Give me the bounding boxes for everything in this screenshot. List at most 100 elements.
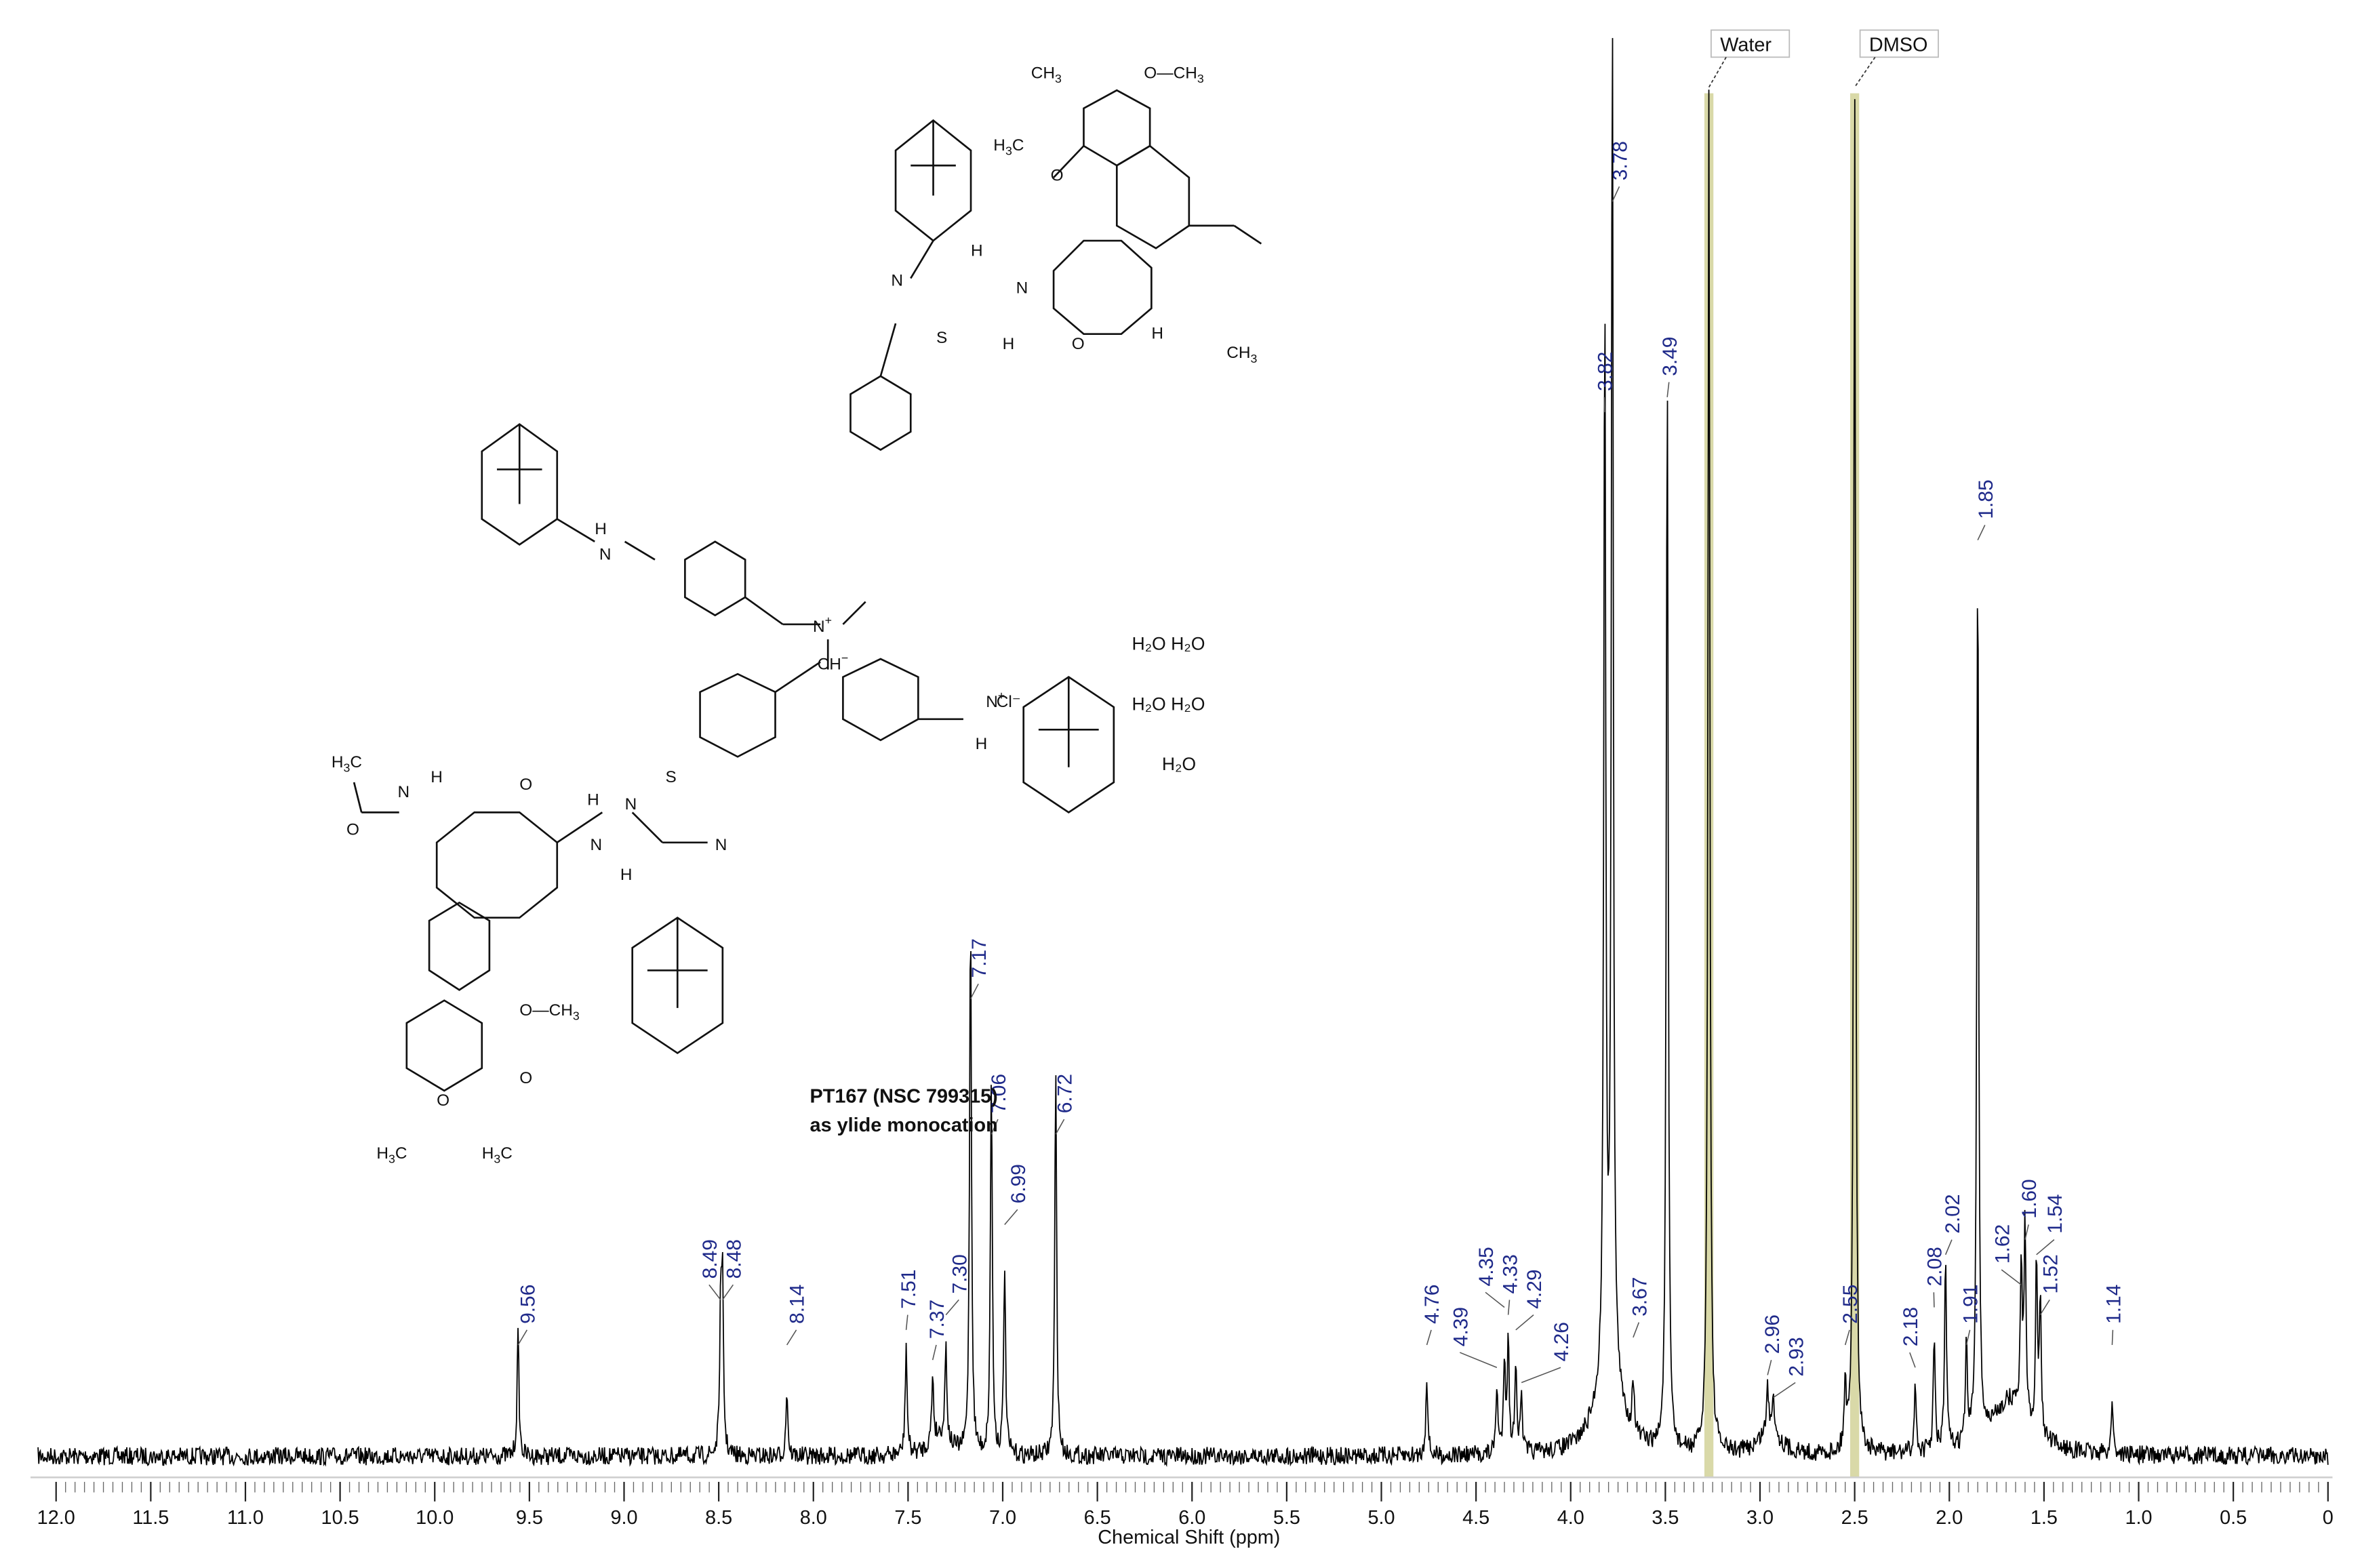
svg-text:H3C: H3C	[332, 753, 362, 775]
svg-text:CH3: CH3	[1226, 344, 1257, 365]
svg-text:4.33: 4.33	[1500, 1254, 1522, 1293]
x-axis-minor-ticks	[65, 1481, 2319, 1493]
peak-label: 1.62	[1991, 1224, 2022, 1285]
svg-text:2.93: 2.93	[1785, 1337, 1807, 1376]
peak-label: 1.60	[2018, 1179, 2041, 1240]
peak-label: 1.52	[2039, 1254, 2062, 1316]
svg-text:7.17: 7.17	[968, 938, 991, 978]
svg-text:4.26: 4.26	[1551, 1322, 1573, 1361]
x-tick-label: 12.0	[37, 1507, 75, 1529]
svg-text:H: H	[595, 520, 607, 538]
svg-text:H: H	[431, 768, 443, 786]
peak-label: 1.54	[2036, 1194, 2066, 1255]
svg-text:N: N	[398, 783, 410, 801]
hydrate-line-1: H₂O H₂O	[1132, 634, 1205, 654]
water-solvent-tag: Water	[1708, 29, 1791, 88]
x-tick-label: 6.0	[1178, 1507, 1205, 1529]
peak-label: 4.39	[1449, 1307, 1498, 1369]
svg-text:O: O	[437, 1091, 449, 1110]
x-tick-label: 8.0	[800, 1507, 827, 1529]
structure-left-unit	[481, 423, 784, 626]
peak-label: 1.14	[2103, 1285, 2125, 1346]
svg-text:H: H	[620, 866, 633, 884]
peak-label: 7.17	[968, 938, 991, 999]
svg-text:O—CH3: O—CH3	[1144, 64, 1204, 85]
svg-text:7.30: 7.30	[948, 1254, 971, 1293]
peak-label: 9.56	[517, 1285, 539, 1346]
svg-text:1.14: 1.14	[2103, 1285, 2125, 1324]
svg-text:3.82: 3.82	[1594, 352, 1616, 391]
svg-text:CH−: CH−	[818, 651, 849, 673]
x-tick-label: 7.0	[989, 1507, 1016, 1529]
x-tick-label: 10.5	[321, 1507, 359, 1529]
svg-text:H: H	[971, 241, 983, 260]
peak-label: 2.93	[1773, 1337, 1807, 1399]
svg-text:CH3: CH3	[1031, 64, 1062, 85]
compound-name: PT167 (NSC 799315)	[810, 1086, 998, 1108]
x-tick-label: 7.5	[894, 1507, 921, 1529]
x-tick-label: 1.5	[2031, 1507, 2058, 1529]
x-axis-title: Chemical Shift (ppm)	[1098, 1527, 1280, 1548]
x-tick-label: 1.0	[2125, 1507, 2152, 1529]
svg-text:O: O	[346, 821, 359, 839]
x-tick-label: 6.5	[1084, 1507, 1111, 1529]
solvent-highlights	[1704, 93, 1860, 1478]
svg-text:1.62: 1.62	[1991, 1224, 2014, 1264]
x-tick-label: 3.5	[1652, 1507, 1679, 1529]
peak-label: 2.02	[1942, 1194, 1964, 1255]
peak-label: 4.26	[1521, 1322, 1573, 1384]
svg-text:7.51: 7.51	[898, 1269, 920, 1308]
svg-text:3.78: 3.78	[1609, 141, 1632, 180]
peak-label: 3.78	[1609, 141, 1632, 202]
svg-text:8.48: 8.48	[723, 1239, 745, 1279]
svg-text:2.08: 2.08	[1923, 1247, 1946, 1286]
svg-text:7.06: 7.06	[988, 1074, 1010, 1113]
svg-text:N: N	[599, 546, 612, 564]
peak-label: 6.72	[1054, 1074, 1077, 1135]
x-tick-label: 5.5	[1273, 1507, 1300, 1529]
svg-text:8.14: 8.14	[786, 1285, 809, 1324]
svg-text:N: N	[591, 836, 603, 854]
structure-bottom-unit	[353, 782, 724, 1092]
x-tick-label: 10.0	[416, 1507, 454, 1529]
svg-text:1.60: 1.60	[2018, 1179, 2041, 1218]
svg-text:S: S	[936, 329, 947, 347]
svg-text:DMSO: DMSO	[1869, 34, 1927, 56]
dmso-solvent-tag: DMSO	[1854, 29, 1939, 88]
peak-label: 4.33	[1500, 1254, 1522, 1315]
svg-text:4.39: 4.39	[1449, 1307, 1472, 1346]
svg-text:3.67: 3.67	[1628, 1277, 1651, 1316]
svg-text:N: N	[1016, 279, 1028, 298]
x-tick-label: 4.5	[1462, 1507, 1489, 1529]
svg-text:3.49: 3.49	[1659, 337, 1681, 376]
svg-text:H3C: H3C	[993, 136, 1024, 158]
peak-label: 8.14	[786, 1285, 809, 1346]
svg-text:1.54: 1.54	[2044, 1194, 2066, 1233]
svg-text:O—CH3: O—CH3	[519, 1001, 580, 1023]
hydrate-labels: H₂O H₂O H₂O H₂O H₂O	[1132, 634, 1205, 775]
peak-label: 6.99	[1004, 1164, 1030, 1225]
svg-text:1.91: 1.91	[1960, 1285, 1982, 1324]
solvent-tags: Water DMSO	[1708, 29, 1939, 88]
peak-label: 1.85	[1975, 479, 1997, 541]
peak-label: 2.96	[1761, 1314, 1784, 1375]
x-tick-label: 5.0	[1367, 1507, 1395, 1529]
peak-label: 7.37	[926, 1300, 948, 1361]
svg-text:H: H	[1151, 324, 1163, 342]
x-tick-label: 9.5	[516, 1507, 543, 1529]
svg-text:O: O	[519, 1069, 532, 1087]
svg-text:6.99: 6.99	[1007, 1164, 1030, 1203]
svg-text:N: N	[715, 836, 727, 854]
svg-text:H3C: H3C	[376, 1144, 407, 1166]
svg-text:1.85: 1.85	[1975, 479, 1997, 519]
spectrum-trace	[37, 38, 2329, 1467]
x-tick-label: 0	[2323, 1507, 2334, 1529]
svg-text:O: O	[1072, 335, 1085, 353]
peak-label: 4.35	[1475, 1247, 1505, 1308]
x-tick-label: 11.0	[227, 1507, 264, 1529]
svg-text:O: O	[1051, 166, 1064, 184]
hydrate-line-3: H₂O	[1162, 754, 1196, 774]
